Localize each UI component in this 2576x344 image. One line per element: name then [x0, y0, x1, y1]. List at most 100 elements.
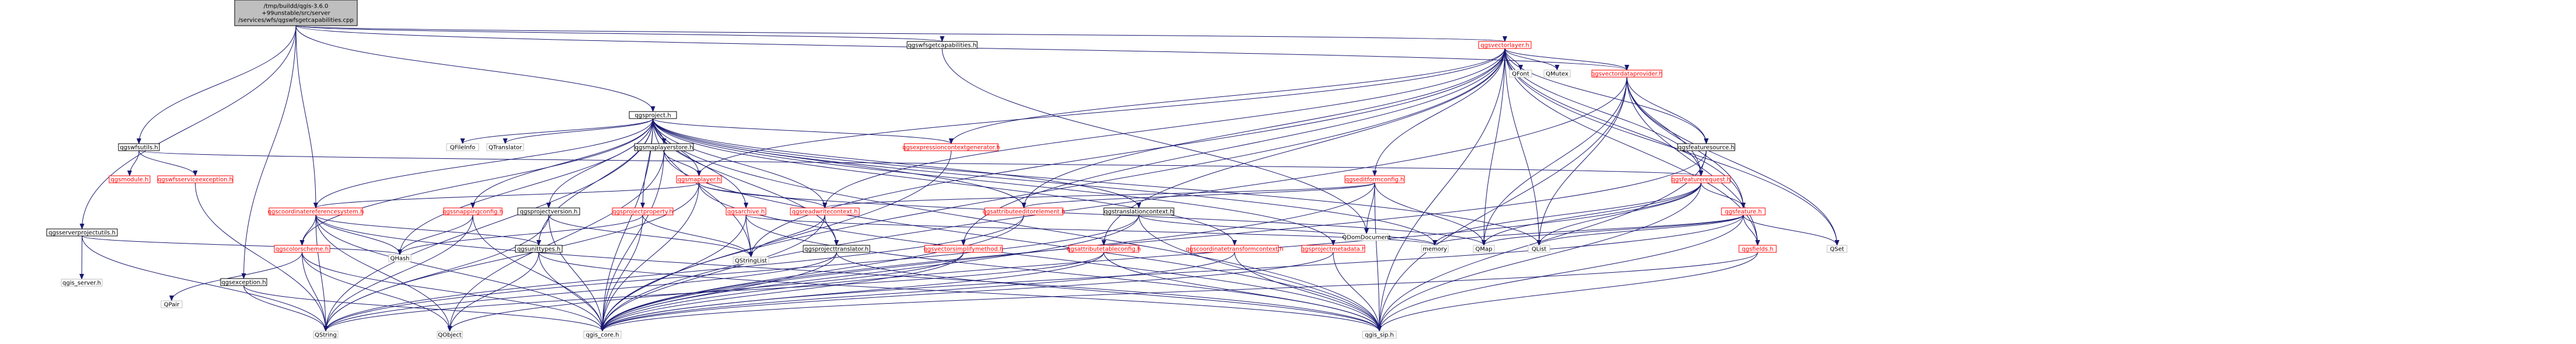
node-label-qpair: QPair: [164, 302, 180, 308]
edge-qgsvectorlayer_h-to-qset: [1504, 48, 1839, 246]
edge-qgsexception_h-to-qgis_core_h: [243, 285, 605, 332]
node-qgsvectorsimplifymethod_h[interactable]: qgsvectorsimplifymethod.h: [923, 245, 1003, 253]
edge-qgsprojectproperty_h-to-qgis_core_h: [600, 214, 643, 332]
node-qset: QSet: [1826, 245, 1848, 253]
node-qmap: QMap: [1473, 245, 1495, 253]
node-label-qgsfeaturerequest_h: qgsfeaturerequest.h: [1671, 177, 1731, 183]
edge-qgseditformconfig_h-to-qmap: [1374, 182, 1486, 246]
node-qgsprojectversion_h[interactable]: qgsprojectversion.h: [517, 207, 580, 216]
node-label-qgscoordinatetransformcontext_h: qgscoordinatetransformcontext.h: [1186, 246, 1283, 253]
edge-qgsvectorlayer_h-to-qgsattributetableconfig_h: [1101, 48, 1505, 246]
node-box-qgsfields_h: [1738, 245, 1777, 253]
node-qgsserverprojectutils_h[interactable]: qgsserverprojectutils.h: [46, 228, 118, 237]
edge-qgscoordinatereferencesystem_h-to-qgsunittypes_h: [315, 214, 541, 246]
edge-qgswfsutils_h-to-qgswfsserviceexception_h: [138, 150, 198, 176]
node-label-qgsarchive_h: qgsarchive.h: [727, 209, 765, 216]
node-qgswfsutils_h[interactable]: qgswfsutils.h: [118, 143, 160, 151]
node-qgsexpressioncontextgenerator_h[interactable]: qgsexpressioncontextgenerator.h: [902, 143, 1001, 151]
node-box-qmutex: [1543, 70, 1571, 78]
node-qgsattributetableconfig_h[interactable]: qgsattributetableconfig.h: [1067, 245, 1141, 253]
edge-qgsvectordataprovider_h-to-qgsfeaturesource_h: [1626, 77, 1709, 144]
edge-qgsprojectmetadata_h-to-qgis_core_h: [600, 252, 1334, 332]
node-qgssnappingconfig_h[interactable]: qgssnappingconfig.h: [442, 207, 503, 216]
edge-qgsvectorlayer_h-to-qlist: [1504, 48, 1542, 246]
node-label-qfileinfo: QFileInfo: [450, 145, 476, 151]
node-qgis_server_h: qgis_server.h: [61, 279, 103, 287]
node-box-memory: [1421, 245, 1449, 253]
node-qgsreadwritecontext_h[interactable]: qgsreadwritecontext.h: [790, 207, 860, 216]
edge-qgsvectorlayer_h-to-qgis_sip_h: [1377, 48, 1505, 332]
node-label-qgsreadwritecontext_h: qgsreadwritecontext.h: [792, 209, 858, 216]
node-qgstranslationcontext_h[interactable]: qgstranslationcontext.h: [1103, 207, 1174, 216]
node-box-qgsfeature_h: [1721, 207, 1766, 216]
node-box-qfileinfo: [446, 143, 479, 151]
node-qgsunittypes_h[interactable]: qgsunittypes.h: [515, 245, 563, 253]
edge-qgsvectorlayer_h-to-qmap: [1482, 48, 1505, 246]
node-qgscoordinatereferencesystem_h[interactable]: qgscoordinatereferencesystem.h: [268, 207, 364, 216]
node-qgsmaplayerstore_h[interactable]: qgsmaplayerstore.h: [634, 143, 694, 151]
node-label-qdomdocument: QDomDocument: [1342, 235, 1390, 241]
node-box-qdomdocument: [1344, 233, 1389, 241]
edge-qgsvectordataprovider_h-to-qlist: [1536, 77, 1627, 246]
node-qgsexception_h[interactable]: qgsexception.h: [220, 278, 267, 286]
node-qgsfeature_h[interactable]: qgsfeature.h: [1721, 207, 1766, 216]
node-label-qmap: QMap: [1476, 246, 1493, 253]
edge-qgstranslationcontext_h-to-qstring: [323, 214, 1139, 332]
node-qgsprojectmetadata_h[interactable]: qgsprojectmetadata.h: [1301, 245, 1366, 253]
edge-qgsvectorlayer_h-to-qgseditformconfig_h: [1372, 48, 1505, 176]
edge-qgsfeaturerequest_h-to-qgis_core_h: [600, 182, 1702, 332]
edge-qgsarchive_h-to-memory: [745, 214, 1437, 246]
node-qgsmodule_h[interactable]: qgsmodule.h: [109, 175, 151, 183]
node-box-qtranslator: [486, 143, 524, 151]
node-label-qgis_sip_h: qgis_sip.h: [1365, 332, 1394, 339]
node-qgsattributeeditorelement_h[interactable]: qgsattributeeditorelement.h: [982, 207, 1065, 216]
edge-qgsfeature_h-to-qgsfields_h: [1743, 214, 1760, 246]
node-qtranslator: QTranslator: [486, 143, 524, 151]
edge-qgsvectorsimplifymethod_h-to-qobject: [447, 252, 964, 332]
node-label-qmutex: QMutex: [1546, 71, 1568, 78]
edge-qgsfeature_h-to-qmap: [1482, 214, 1744, 246]
node-qgsprojectproperty_h[interactable]: qgsprojectproperty.h: [612, 207, 674, 216]
node-box-qgis_core_h: [583, 331, 622, 339]
node-qgscoordinatetransformcontext_h[interactable]: qgscoordinatetransformcontext.h: [1186, 245, 1284, 253]
edge-qgsfeaturerequest_h-to-qlist: [1536, 182, 1702, 246]
edge-qgsunittypes_h-to-qgis_sip_h: [538, 252, 1382, 332]
node-qgsfeaturerequest_h[interactable]: qgsfeaturerequest.h: [1671, 175, 1731, 183]
edge-root-to-qgswfsgetcapabilities_h: [295, 25, 944, 42]
node-qgsfields_h[interactable]: qgsfields.h: [1738, 245, 1777, 253]
node-qgsvectordataprovider_h[interactable]: qgsvectordataprovider.h: [1591, 70, 1662, 78]
edge-qgseditformconfig_h-to-qgis_sip_h: [1374, 182, 1382, 332]
edge-root-to-qgsserverprojectutils_h: [79, 25, 297, 230]
node-qgsfeaturesource_h[interactable]: qgsfeaturesource.h: [1677, 143, 1735, 151]
node-label-qgsmaplayerstore_h: qgsmaplayerstore.h: [635, 145, 693, 151]
node-box-qgsprojectmetadata_h: [1301, 245, 1365, 253]
edge-root-to-qgsvectorlayer_h: [295, 25, 1507, 42]
node-label-qhash: QHash: [390, 256, 409, 262]
node-box-qgscolorscheme_h: [274, 245, 330, 253]
edge-qgsproject_h-to-qhash: [398, 118, 653, 255]
edge-qgsproject_h-to-qgsprojectproperty_h: [640, 118, 653, 209]
node-box-qgswfsserviceexception_h: [157, 175, 233, 183]
node-box-qgsprojectproperty_h: [612, 207, 674, 216]
edge-qgscolorscheme_h-to-qobject: [302, 252, 452, 332]
node-qgswfsserviceexception_h[interactable]: qgswfsserviceexception.h: [157, 175, 233, 183]
node-qgsprojecttranslator_h[interactable]: qgsprojecttranslator.h: [803, 245, 870, 253]
node-qgscolorscheme_h[interactable]: qgscolorscheme.h: [274, 245, 330, 253]
node-qfileinfo: QFileInfo: [446, 143, 479, 151]
edge-qgsreadwritecontext_h-to-qgis_core_h: [600, 214, 825, 332]
edge-qgsprojectversion_h-to-qstringlist: [548, 214, 754, 258]
node-qlist: QList: [1528, 245, 1550, 253]
node-box-qgis_sip_h: [1362, 331, 1397, 339]
node-qhash: QHash: [388, 254, 412, 262]
node-qgsproject_h[interactable]: qgsproject.h: [629, 111, 677, 119]
edge-qgscolorscheme_h-to-qgis_core_h: [302, 252, 605, 332]
node-qgsarchive_h[interactable]: qgsarchive.h: [726, 207, 766, 216]
edge-qgswfsserviceexception_h-to-qstring: [195, 182, 328, 332]
node-box-qgsattributetableconfig_h: [1068, 245, 1139, 253]
node-qgseditformconfig_h[interactable]: qgseditformconfig.h: [1344, 175, 1405, 183]
node-qgswfsgetcapabilities_h[interactable]: qgswfsgetcapabilities.h: [907, 41, 978, 49]
node-qgsmaplayer_h[interactable]: qgsmaplayer.h: [676, 175, 722, 183]
node-box-qgsfeaturerequest_h: [1671, 175, 1731, 183]
edge-qgsexception_h-to-qstring: [243, 285, 328, 332]
node-qgsvectorlayer_h[interactable]: qgsvectorlayer.h: [1478, 41, 1532, 49]
